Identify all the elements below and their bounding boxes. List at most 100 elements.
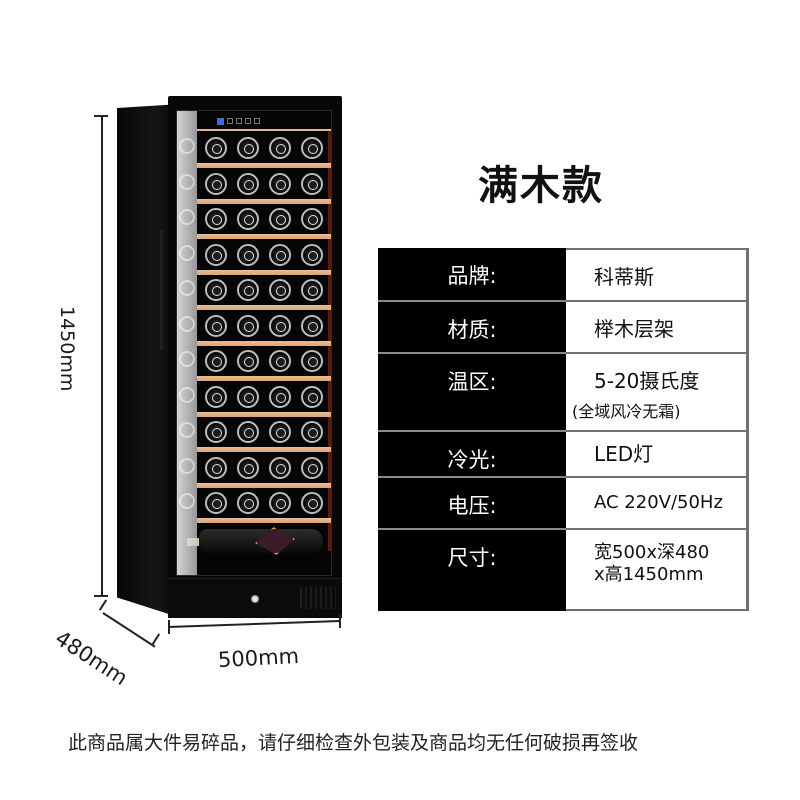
bottle-icon [269, 208, 291, 230]
bottle-icon [269, 279, 291, 301]
bottle-icon [237, 172, 259, 195]
bottle-icon [301, 456, 323, 479]
bottle-icon [301, 172, 323, 195]
depth-label: 480mm [50, 626, 132, 691]
spec-key: 尺寸: [378, 530, 566, 611]
glass-door [176, 110, 332, 576]
spec-row-brand: 品牌: 科蒂斯 [378, 248, 749, 302]
bottle-icon [269, 314, 291, 337]
bottle-icon [301, 492, 323, 514]
spec-value-main: 5-20摄氏度 [594, 369, 700, 393]
bottle-icon [269, 350, 291, 372]
wine-cooler-image: 1450mm 500mm 480mm [0, 0, 360, 700]
bottle-icon [269, 172, 291, 195]
bottle-icon [301, 208, 323, 230]
shelf-row [179, 206, 331, 242]
bottle-icon [301, 243, 323, 266]
bottle-icon [269, 421, 291, 443]
bottle-icon [237, 243, 259, 266]
bottle-icon [205, 350, 227, 372]
bottle-icon [237, 492, 259, 514]
wood-shelf [197, 269, 331, 275]
height-cap-bottom [94, 595, 108, 597]
spec-key: 品牌: [378, 248, 566, 302]
spec-key: 温区: [378, 354, 566, 432]
spec-table: 品牌: 科蒂斯 材质: 榉木层架 温区: 5-20摄氏度 (全域风冷无霜) 冷光… [378, 248, 749, 611]
wood-shelf [197, 518, 331, 523]
bottle-icon [269, 385, 291, 408]
spec-value: 榉木层架 [566, 302, 749, 354]
depth-cap-front [151, 633, 161, 645]
spec-row-temperature: 温区: 5-20摄氏度 (全域风冷无霜) [378, 354, 749, 432]
button-icon [245, 118, 251, 124]
bottle-icon [269, 137, 291, 159]
bottle-icon [205, 492, 227, 514]
wood-shelf [197, 376, 331, 381]
bottle-icon [301, 279, 323, 301]
shelf-row [179, 313, 331, 349]
shelf-row [179, 135, 331, 171]
frosted-glass-edge [177, 111, 197, 575]
bottle-icon [237, 279, 259, 301]
vent-grille [300, 587, 336, 609]
height-dimension-line [101, 116, 103, 596]
shelf-row [179, 419, 331, 455]
bottle-icon [205, 172, 227, 195]
bottle-icon [205, 208, 227, 230]
wood-shelf [197, 305, 331, 310]
spec-row-voltage: 电压: AC 220V/50Hz [378, 478, 749, 530]
shelf-row [179, 455, 331, 491]
height-cap-top [94, 115, 108, 117]
spec-row-size: 尺寸: 宽500x深480 x高1450mm [378, 530, 749, 611]
wood-shelf [197, 447, 331, 452]
width-cap-right [339, 614, 341, 628]
shelf-row [179, 171, 331, 207]
spec-value: 5-20摄氏度 (全域风冷无霜) [566, 354, 749, 432]
bottle-icon [205, 421, 227, 443]
button-icon [227, 118, 233, 124]
bottle-icon [205, 137, 227, 159]
bottle-icon [269, 243, 291, 266]
wood-shelf [197, 482, 331, 488]
button-icon [236, 118, 242, 124]
lock-icon [251, 595, 259, 603]
depth-dimension-line [102, 612, 156, 648]
button-icon [254, 118, 260, 124]
spec-value-line2: x高1450mm [594, 564, 704, 585]
bottle-icon [301, 314, 323, 337]
bottle-icon [205, 314, 227, 337]
led-strip [197, 129, 331, 131]
depth-cap-back [98, 599, 108, 611]
bottle-icon [301, 421, 323, 443]
bottle-icon [301, 350, 323, 372]
wood-shelf [197, 340, 331, 346]
bottle-icon [205, 279, 227, 301]
bottle-icon [301, 385, 323, 408]
wood-shelf [197, 411, 331, 417]
bottle-icon [237, 385, 259, 408]
width-dimension-line [167, 619, 340, 628]
width-cap-left [168, 620, 170, 634]
spec-value: 宽500x深480 x高1450mm [566, 530, 749, 611]
bottle-icon [205, 243, 227, 266]
shelf-row [179, 384, 331, 420]
bottle-icon [237, 350, 259, 372]
spec-row-light: 冷光: LED灯 [378, 432, 749, 478]
bottle-icon [269, 492, 291, 514]
fragile-notice: 此商品属大件易碎品，请仔细检查外包装及商品均无任何破损再签收 [68, 732, 639, 754]
spec-key: 电压: [378, 478, 566, 530]
spec-value: AC 220V/50Hz [566, 478, 749, 530]
height-label: 1450mm [56, 306, 78, 392]
spec-row-material: 材质: 榉木层架 [378, 302, 749, 354]
bottle-icon [269, 456, 291, 479]
shelf-row [179, 348, 331, 384]
bottle-icon [237, 456, 259, 479]
temp-display-icon [217, 117, 224, 125]
bottle-icon [205, 456, 227, 479]
wood-shelf [197, 234, 331, 239]
bottle-icon [301, 137, 323, 159]
display-bottle-neck [187, 538, 209, 546]
bottle-icon [237, 208, 259, 230]
spec-value: 科蒂斯 [566, 248, 749, 302]
shelf-row [179, 242, 331, 278]
